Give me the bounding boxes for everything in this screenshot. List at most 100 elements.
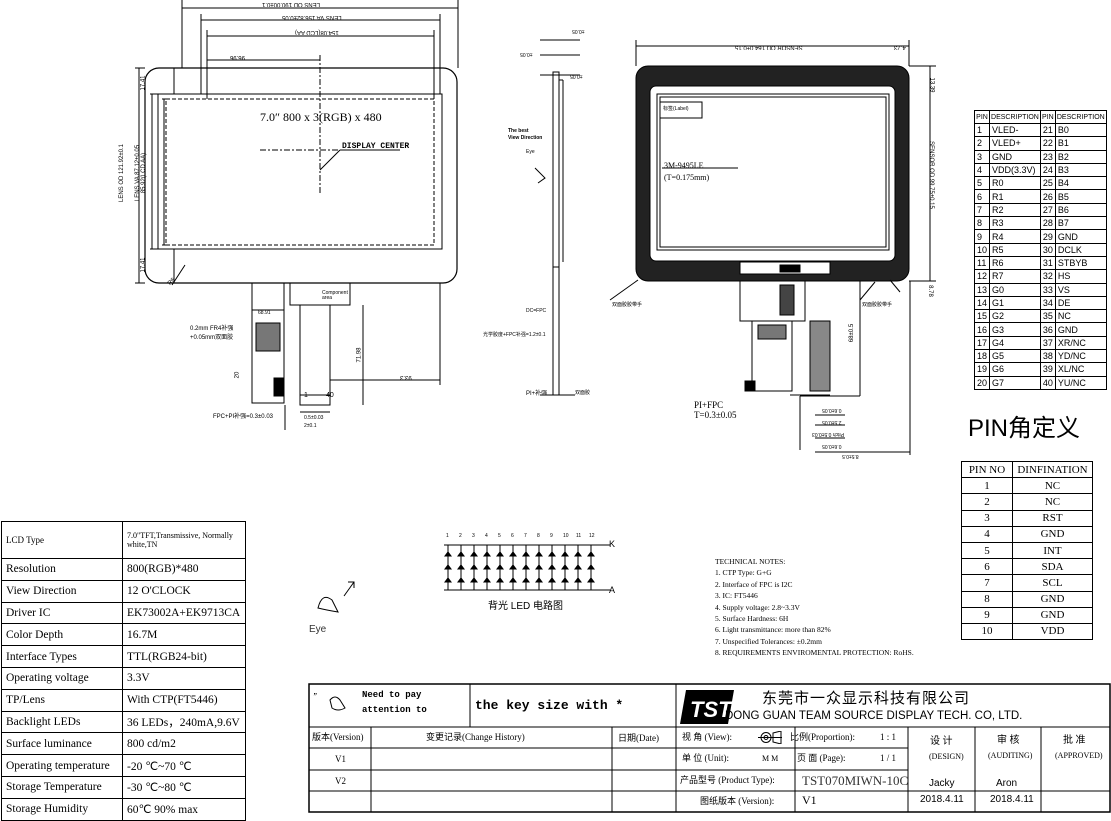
led-column-number: 8 <box>537 533 540 539</box>
pitch-2: 2±0.1 <box>304 423 317 429</box>
page-label: 页 面 (Page): <box>797 753 846 763</box>
unit-value: M M <box>762 754 779 763</box>
audit-label-en: (AUDITING) <box>988 751 1033 760</box>
pin-description: R1 <box>989 189 1041 204</box>
pin-description: G2 <box>989 309 1041 324</box>
pin-number: 4 <box>973 162 991 178</box>
led-diode-symbol <box>561 564 569 570</box>
ctp-pin-definition: GND <box>1012 590 1093 608</box>
pin-number: 1 <box>973 122 991 138</box>
spec-label: Interface Types <box>1 645 123 668</box>
tech-note-item: 1. CTP Type: G+G <box>715 568 772 578</box>
pin-description: VLED+ <box>989 136 1041 151</box>
pin-description: R6 <box>989 255 1041 271</box>
pin-number: 20 <box>973 375 991 390</box>
need-attention-2: attention to <box>362 705 427 715</box>
spec-label: TP/Lens <box>1 688 123 712</box>
spec-value: 60℃ 90% max <box>122 797 246 821</box>
side-dim-3: ±0.05 <box>570 73 583 79</box>
tech-note-item: 7. Unspecified Tolerances: ±0.2mm <box>715 636 822 646</box>
fpc-width: 68.91 <box>258 310 271 316</box>
spec-label: View Direction <box>1 579 123 603</box>
dim-20: 20 <box>234 371 241 379</box>
led-diode-symbol <box>444 551 452 557</box>
led-diode-symbol <box>535 564 543 570</box>
pin-no-header: PIN NO <box>961 460 1013 479</box>
led-diode-symbol <box>470 551 478 557</box>
led-diode-symbol <box>457 551 465 557</box>
ctp-pin-definition: NC <box>1012 477 1093 495</box>
proportion-label: 比例(Proportion): <box>790 732 855 742</box>
pin-number: 10 <box>973 242 991 257</box>
ctp-pin-definition: VDD <box>1012 622 1093 641</box>
led-diode-symbol <box>496 551 504 557</box>
pin-1-label: 1 <box>304 392 308 399</box>
label-box: 标签(Label) <box>663 106 689 112</box>
tape-spec-2: (T=0.175mm) <box>664 173 710 182</box>
led-column-number: 12 <box>589 533 595 539</box>
fr4-note-2: +0.05mm双面胶 <box>190 335 234 341</box>
design-date: 2018.4.11 <box>920 794 964 805</box>
dim-17-41-top: 17.41 <box>140 75 147 91</box>
pin-number: 23 <box>1039 149 1056 164</box>
led-diode-symbol <box>496 564 504 570</box>
pin-number: 6 <box>973 189 991 204</box>
pin-number: 7 <box>973 202 991 218</box>
eye-icon <box>318 592 342 612</box>
side-bottom-1: DC=FPC <box>526 308 547 314</box>
ctp-pin-number: 5 <box>961 541 1013 560</box>
pi-fpc-1: PI+FPC <box>694 400 724 410</box>
pin-description: G3 <box>989 322 1041 337</box>
dim-8-78: 8.78 <box>926 285 933 297</box>
pin-description: DE <box>1054 295 1107 311</box>
pin-number: 37 <box>1039 335 1056 351</box>
led-column-number: 4 <box>485 533 488 539</box>
design-label-en: (DESIGN) <box>929 752 964 761</box>
dim-lens-va: LENS VA 156.82±0.05 <box>282 14 342 20</box>
spec-label: Operating temperature <box>1 754 123 777</box>
pin-number: 31 <box>1039 255 1056 271</box>
ctp-pin-definition: INT <box>1012 541 1093 560</box>
led-diode-symbol <box>483 564 491 570</box>
pin-number: 21 <box>1039 122 1056 138</box>
ctp-pin-number: 8 <box>961 590 1013 608</box>
pin-number: 33 <box>1039 282 1056 297</box>
spec-value: 36 LEDs，240mA,9.6V <box>122 710 246 734</box>
audit-label-cn: 审 核 <box>997 735 1020 746</box>
ctp-pin-definition: GND <box>1012 606 1093 624</box>
led-diode-symbol <box>483 551 491 557</box>
tech-note-item: 5. Surface Hardness: 6H <box>715 614 789 624</box>
display-resolution: 7.0″ 800 x 3(RGB) x 480 <box>260 110 382 124</box>
pin-number: 27 <box>1039 202 1056 218</box>
led-diode-symbol <box>574 551 582 557</box>
led-column-number: 10 <box>563 533 569 539</box>
anode-label: A <box>609 585 616 595</box>
pi-fpc-2: T=0.3±0.05 <box>694 410 737 420</box>
pin-number: 22 <box>1039 136 1056 151</box>
pin-number: 15 <box>973 309 991 324</box>
led-diode-symbol <box>509 564 517 570</box>
page-value: 1 / 1 <box>880 753 897 763</box>
pin-description: B3 <box>1054 162 1107 178</box>
led-diode-symbol <box>548 577 556 583</box>
pin-description: B1 <box>1054 136 1107 151</box>
dim-13-39: 13.39 <box>928 77 935 93</box>
ctp-pin-definition: GND <box>1012 525 1093 543</box>
side-eye: Eye <box>526 149 535 155</box>
pin-number: 28 <box>1039 216 1056 231</box>
led-column-number: 1 <box>446 533 449 539</box>
pin-description: R4 <box>989 229 1041 244</box>
display-center: DISPLAY CENTER <box>342 142 410 151</box>
led-diode-symbol <box>548 564 556 570</box>
led-column-number: 3 <box>472 533 475 539</box>
tech-note-item: 8. REQUIREMENTS ENVIROMENTAL PROTECTION:… <box>715 648 914 658</box>
led-diode-symbol <box>522 551 530 557</box>
